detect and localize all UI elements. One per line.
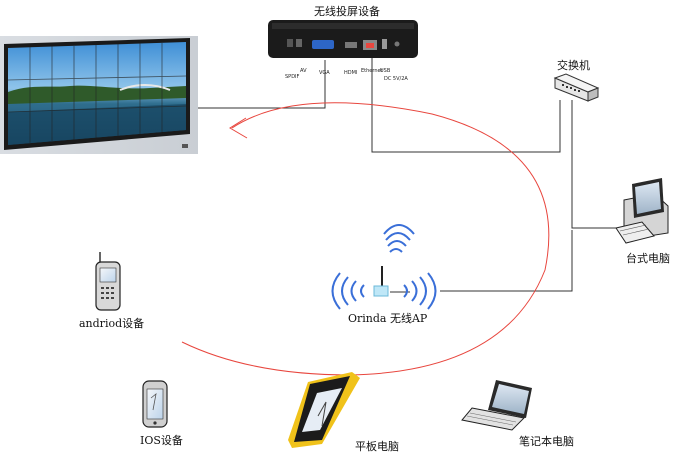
port-label-ethernet: Ethernet — [361, 68, 383, 74]
laptop-label: 笔记本电脑 — [519, 435, 574, 448]
android-label: andriod设备 — [79, 317, 145, 330]
wire-device-to-display — [198, 60, 326, 109]
mobile-phone-icon — [95, 252, 121, 311]
wire-device-to-switch — [371, 52, 561, 153]
arrowhead — [229, 117, 248, 139]
port-label-hdmi: HDMI — [344, 70, 358, 76]
port-label-av: AV — [300, 68, 307, 74]
wireless-ap-icon — [331, 224, 437, 310]
wire-ap-to-switch — [440, 230, 573, 292]
network-switch-icon — [553, 73, 600, 102]
desktop-label: 台式电脑 — [626, 252, 670, 265]
wire-switch-to-desktop — [571, 100, 620, 229]
smartphone-icon — [142, 380, 168, 428]
tablet-icon — [288, 372, 360, 448]
ios-label: IOS设备 — [140, 434, 183, 447]
connection-wires — [198, 52, 620, 292]
port-label-vga: VGA — [319, 70, 330, 76]
device-title: 无线投屏设备 — [314, 5, 380, 18]
port-label-spdif: SPDIF — [285, 74, 300, 80]
video-wall-icon — [0, 36, 198, 154]
cast-box-icon — [268, 20, 418, 58]
cast-arrow-icon — [181, 102, 550, 376]
desktop-computer-icon — [615, 178, 669, 244]
port-label-usb: USB — [380, 68, 391, 74]
laptop-icon — [461, 380, 532, 431]
tablet-label: 平板电脑 — [355, 440, 399, 453]
ap-label: Orinda 无线AP — [348, 312, 428, 325]
switch-label: 交换机 — [557, 59, 590, 72]
port-label-dc: DC 5V/2A — [384, 76, 408, 82]
